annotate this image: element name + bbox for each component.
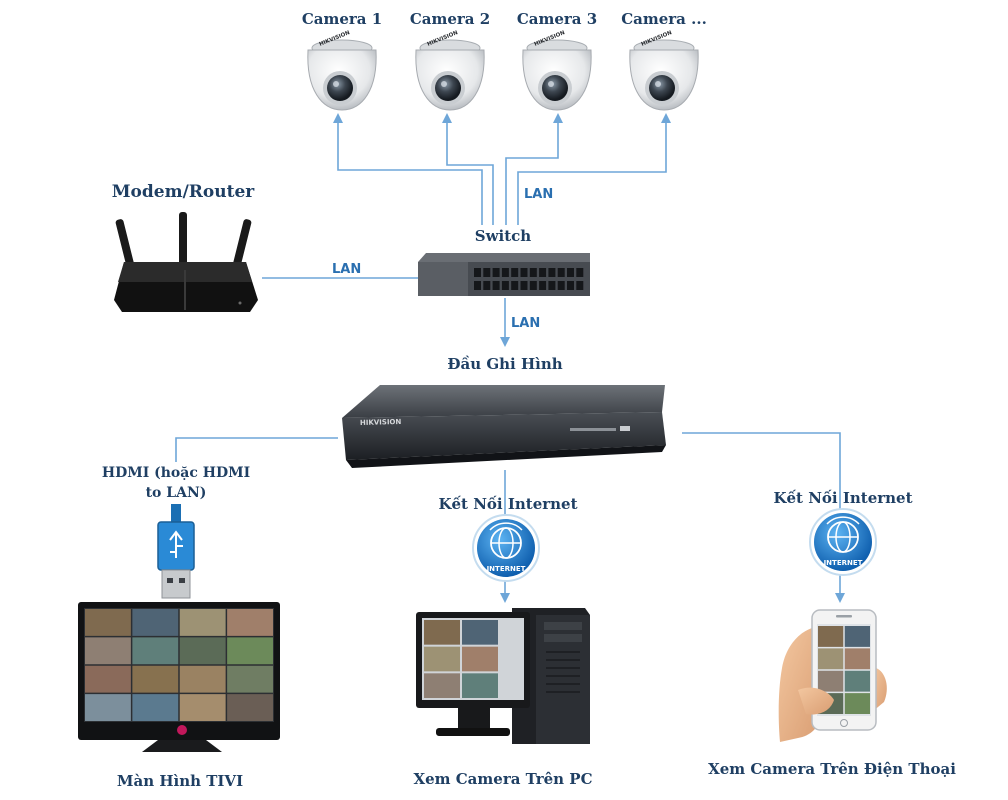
internet-globe-icon: INTERNET [809, 508, 877, 576]
switch-port [567, 281, 574, 290]
nvr-brand: HIKVISION [360, 418, 402, 427]
hdmi-label-line2: to LAN) [146, 485, 207, 501]
internet-link-pc: Kết Nối Internet INTERNET [438, 495, 578, 582]
network-switch: Switch [418, 227, 590, 296]
switch-port [529, 268, 537, 277]
tv-monitor: Màn Hình TIVI [78, 602, 280, 790]
internet-badge-text: INTERNET [487, 565, 526, 573]
camera-feed-tile [424, 673, 460, 698]
camera-feed-tile [844, 693, 870, 714]
switch-port [483, 268, 491, 277]
camera-feed-tile [179, 665, 226, 693]
switch-port [557, 268, 565, 277]
switch-port [492, 281, 500, 290]
camera-feed-tile [844, 648, 870, 670]
switch-port [576, 281, 584, 290]
switch-port [501, 268, 509, 277]
camera-feed-tile [844, 626, 870, 647]
switch-label: Switch [475, 227, 532, 245]
camera-feed-tile [132, 665, 179, 693]
camera-feed-tile [844, 670, 870, 692]
switch-port [501, 281, 509, 290]
camera-feed-tile [179, 637, 226, 665]
modem-router: Modem/Router [112, 182, 258, 312]
switch-port [539, 268, 547, 277]
switch-port [520, 281, 528, 290]
switch-port [548, 281, 556, 290]
smartphone-in-hand: Xem Camera Trên Điện Thoại [708, 609, 956, 778]
phone-label: Xem Camera Trên Điện Thoại [708, 760, 956, 778]
switch-port [557, 281, 565, 290]
switch-port [548, 268, 556, 277]
hdmi-link: HDMI (hoặc HDMI to LAN) [102, 465, 250, 599]
camera-feed-tile [85, 637, 131, 665]
camera-feed-tile [227, 637, 273, 665]
camera-feed-tile [424, 620, 460, 645]
camera-feed-tile [132, 609, 179, 636]
camera-label: Camera 2 [410, 10, 490, 28]
camera-label: Camera 3 [517, 10, 597, 28]
nvr-recorder: Đầu Ghi Hình HIKVISION [342, 355, 666, 468]
switch-port [492, 268, 500, 277]
camera-feed-tile [818, 670, 844, 692]
switch-port [474, 281, 481, 290]
switch-port [567, 268, 574, 277]
router-label: Modem/Router [112, 182, 256, 202]
switch-port [511, 281, 519, 290]
camera-feed-tile [462, 646, 498, 672]
tv-camera-grid [85, 609, 273, 721]
tv-label: Màn Hình TIVI [117, 772, 243, 790]
camera-feed-tile [227, 609, 273, 636]
camera-feed-tile [227, 694, 273, 721]
pc-camera-grid [424, 620, 498, 698]
internet-phone-label: Kết Nối Internet [773, 489, 912, 507]
camera-feed-tile [85, 694, 131, 721]
switch-port [511, 268, 519, 277]
camera-feed-tile [424, 646, 460, 672]
switch-port [576, 268, 584, 277]
camera-lan-label: LAN [524, 187, 553, 202]
internet-globe-icon: INTERNET [472, 514, 540, 582]
camera-feed-tile [227, 665, 273, 693]
internet-link-phone: Kết Nối Internet INTERNET [773, 489, 913, 576]
hdmi-label-line1: HDMI (hoặc HDMI [102, 465, 250, 481]
hdmi-cable [171, 504, 181, 524]
camera-feed-tile [132, 694, 179, 721]
pc-label: Xem Camera Trên PC [413, 770, 592, 788]
dome-camera-4: Camera ...HIKVISION [621, 10, 707, 111]
switch-port [539, 281, 547, 290]
camera-feed-tile [818, 648, 844, 670]
internet-pc-label: Kết Nối Internet [438, 495, 577, 513]
nvr-label: Đầu Ghi Hình [447, 355, 562, 373]
camera-feed-tile [179, 694, 226, 721]
camera-feed-tile [818, 626, 844, 647]
camera-feed-tile [85, 665, 131, 693]
router-lan-label: LAN [332, 262, 361, 277]
switch-port [474, 268, 481, 277]
switch-port [520, 268, 528, 277]
internet-badge-text: INTERNET [824, 559, 863, 567]
camera-label: Camera ... [621, 10, 707, 28]
camera-label: Camera 1 [302, 10, 382, 28]
camera-feed-tile [462, 620, 498, 645]
switch-nvr-lan-label: LAN [511, 316, 540, 331]
camera-feed-tile [179, 609, 226, 636]
switch-port [529, 281, 537, 290]
switch-port [483, 281, 491, 290]
camera-feed-tile [462, 673, 498, 698]
camera-feed-tile [85, 609, 131, 636]
camera-feed-tile [132, 637, 179, 665]
desktop-pc: Xem Camera Trên PC [413, 608, 593, 788]
